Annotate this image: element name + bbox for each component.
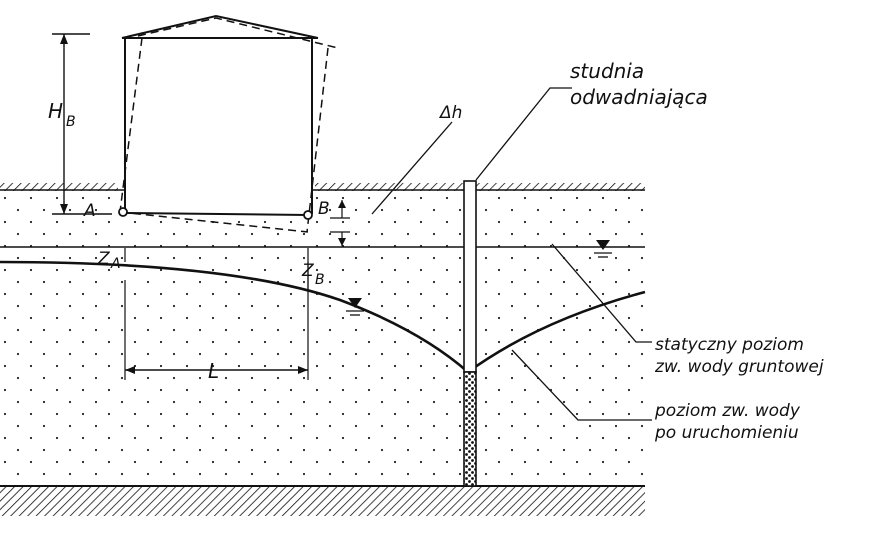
ground-surface-left (0, 183, 118, 191)
water-level-triangle-icon (346, 298, 364, 316)
height-sub-label: B (66, 114, 76, 130)
soil-layer (0, 190, 645, 485)
length-label: L (208, 359, 219, 383)
static-leader-line (551, 243, 652, 343)
building-foundation (124, 212, 309, 216)
point-b-marker (303, 210, 313, 220)
tilted-roof (137, 17, 339, 49)
z-b-label: Z (301, 261, 314, 281)
water-level-triangle-icon (594, 240, 612, 258)
well-leader-line (475, 87, 572, 181)
static-label-line1: statyczny poziom (655, 335, 804, 355)
pumped-water-table (0, 260, 646, 374)
static-label-line2: zw. wody gruntowej (654, 357, 824, 377)
point-b-label: B (318, 199, 330, 219)
z-a-label: Z (97, 249, 110, 269)
ground-surface-right (315, 183, 645, 191)
bottom-layer (0, 486, 645, 516)
well-label-line1: studnia (570, 59, 644, 83)
pumped-label-line2: po uruchomieniu (654, 423, 799, 443)
pumped-label-line1: poziom zw. wody (654, 401, 801, 421)
tilted-foundation (119, 211, 309, 233)
building-roof (121, 14, 319, 39)
point-a-label: A (83, 201, 96, 221)
tilted-wall-right (306, 47, 329, 233)
well-casing (463, 180, 477, 373)
well-label-line2: odwadniająca (570, 85, 708, 109)
well-filter (463, 371, 477, 487)
z-a-sub-label: A (110, 256, 121, 272)
pumped-leader-line (511, 349, 652, 421)
tilted-wall-left (119, 37, 143, 213)
height-label: H (48, 99, 63, 123)
z-b-sub-label: B (315, 272, 325, 288)
delta-h-label: Δh (438, 103, 462, 123)
point-a-marker (118, 207, 128, 217)
delta-h-leader-line (371, 121, 453, 215)
